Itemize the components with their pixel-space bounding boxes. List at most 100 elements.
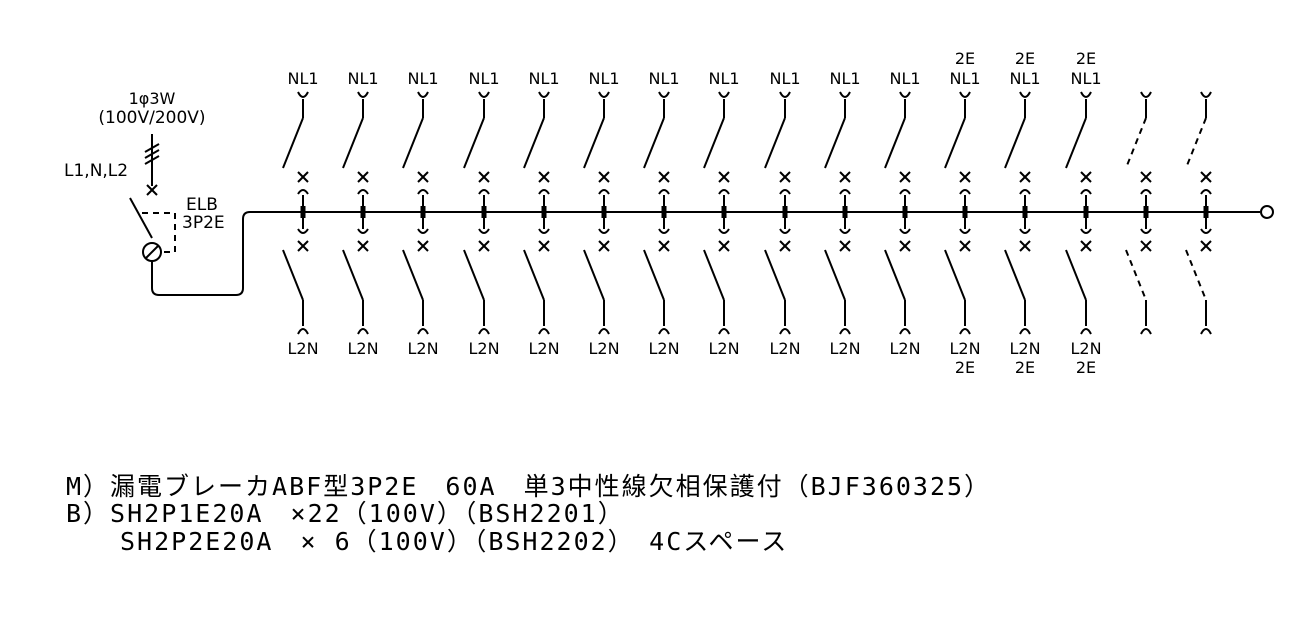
phases-label: L1,N,L2: [64, 161, 128, 181]
breaker-poles-label: 3P2E: [182, 213, 225, 233]
branch-bottom-switch: [402, 249, 424, 301]
main-busbar: [151, 211, 1260, 296]
bus-tap: [541, 206, 547, 218]
branch-bottom-label: L2N: [1070, 339, 1101, 358]
branch-bottom-switch: [643, 249, 665, 301]
notes: M）漏電ブレーカABF型3P2E 60A 単3中性線欠相保護付（BJF36032…: [66, 472, 991, 556]
branch-top-label: NL1: [287, 69, 318, 88]
branch-bottom-terminal: [839, 328, 851, 335]
branch-top-label: NL1: [648, 69, 679, 88]
branch-top-label: NL1: [1070, 69, 1101, 88]
bus-tap: [902, 206, 908, 218]
bus-tap: [721, 206, 727, 218]
branch-bottom-switch: [523, 249, 545, 301]
note-main-breaker: M）漏電ブレーカABF型3P2E 60A 単3中性線欠相保護付（BJF36032…: [66, 472, 991, 501]
branch-bottom-label: L2N: [708, 339, 739, 358]
branch-top-sub-label: 2E: [955, 49, 975, 68]
branch-top-sub-label: 2E: [1015, 49, 1035, 68]
branch-top-terminal: [417, 91, 429, 98]
branch-top-terminal: [478, 91, 490, 98]
branch-bottom-switch: [1125, 249, 1147, 301]
bus-tap: [842, 206, 848, 218]
branch-bottom-label: L2N: [347, 339, 378, 358]
branch-bottom-terminal: [1140, 328, 1152, 335]
branch-top-terminal: [658, 91, 670, 98]
branch-top-label: NL1: [588, 69, 619, 88]
branch-bottom-switch: [884, 249, 906, 301]
branch-bottom-switch: [1004, 249, 1026, 301]
branch-bottom-terminal: [598, 328, 610, 335]
branch-top-terminal: [779, 91, 791, 98]
branch-top-label: NL1: [889, 69, 920, 88]
branch-top-switch: [643, 117, 665, 169]
busbar-terminal: [1260, 205, 1274, 219]
branch-top-label: NL1: [949, 69, 980, 88]
bus-tap: [300, 206, 306, 218]
bus-tap: [420, 206, 426, 218]
branch-bottom-terminal: [1080, 328, 1092, 335]
three-wire-ticks: [144, 143, 160, 165]
branch-bottom-switch: [342, 249, 364, 301]
branch-bottom-sub-label: 2E: [1015, 358, 1035, 377]
branch-bottom-terminal: [899, 328, 911, 335]
branch-bottom-switch: [463, 249, 485, 301]
main-contact-mark: [146, 184, 158, 196]
branch-top-label: NL1: [708, 69, 739, 88]
branch-top-switch: [1185, 117, 1207, 169]
branch-top-switch: [703, 117, 725, 169]
branch-top-label: NL1: [1009, 69, 1040, 88]
branch-bottom-label: L2N: [949, 339, 980, 358]
branch-bottom-switch: [282, 249, 304, 301]
branch-bottom-switch: [824, 249, 846, 301]
bus-tap: [1022, 206, 1028, 218]
branch-top-terminal: [297, 91, 309, 98]
branch-top-sub-label: 2E: [1076, 49, 1096, 68]
main-switch-blade: [129, 197, 153, 239]
branch-top-switch: [282, 117, 304, 169]
branch-bottom-label: L2N: [468, 339, 499, 358]
branch-top-terminal: [357, 91, 369, 98]
branch-top-terminal: [1019, 91, 1031, 98]
branch-bottom-label: L2N: [407, 339, 438, 358]
branch-top-label: NL1: [528, 69, 559, 88]
branch-bottom-switch: [1065, 249, 1087, 301]
branch-bottom-terminal: [297, 328, 309, 335]
breaker-type-label: ELB: [186, 195, 218, 215]
supply-voltage-label: (100V/200V): [98, 108, 205, 128]
leakage-trip-link: [142, 212, 176, 253]
branch-bottom-switch: [944, 249, 966, 301]
branch-bottom-terminal: [1019, 328, 1031, 335]
branch-bottom-terminal: [417, 328, 429, 335]
branch-top-terminal: [1140, 91, 1152, 98]
branch-breaker: [1185, 91, 1212, 335]
branch-top-switch: [1004, 117, 1026, 169]
branch-bottom-sub-label: 2E: [1076, 358, 1096, 377]
note-branch-2e: SH2P2E20A × 6（100V）（BSH2202） 4Cスペース: [66, 527, 788, 556]
branch-bottom-switch: [703, 249, 725, 301]
branch-bottom-terminal: [658, 328, 670, 335]
branch-bottom-terminal: [959, 328, 971, 335]
branch-top-terminal: [598, 91, 610, 98]
branch-bottom-label: L2N: [769, 339, 800, 358]
branch-top-terminal: [899, 91, 911, 98]
branch-top-terminal: [1200, 91, 1212, 98]
branch-top-terminal: [839, 91, 851, 98]
branch-top-terminal: [718, 91, 730, 98]
branch-top-label: NL1: [829, 69, 860, 88]
branch-bottom-label: L2N: [1009, 339, 1040, 358]
supply-system-label: 1φ3W: [129, 89, 176, 108]
branch-bottom-switch: [764, 249, 786, 301]
bus-tap: [601, 206, 607, 218]
branch-top-switch: [764, 117, 786, 169]
branch-bottom-label: L2N: [829, 339, 860, 358]
